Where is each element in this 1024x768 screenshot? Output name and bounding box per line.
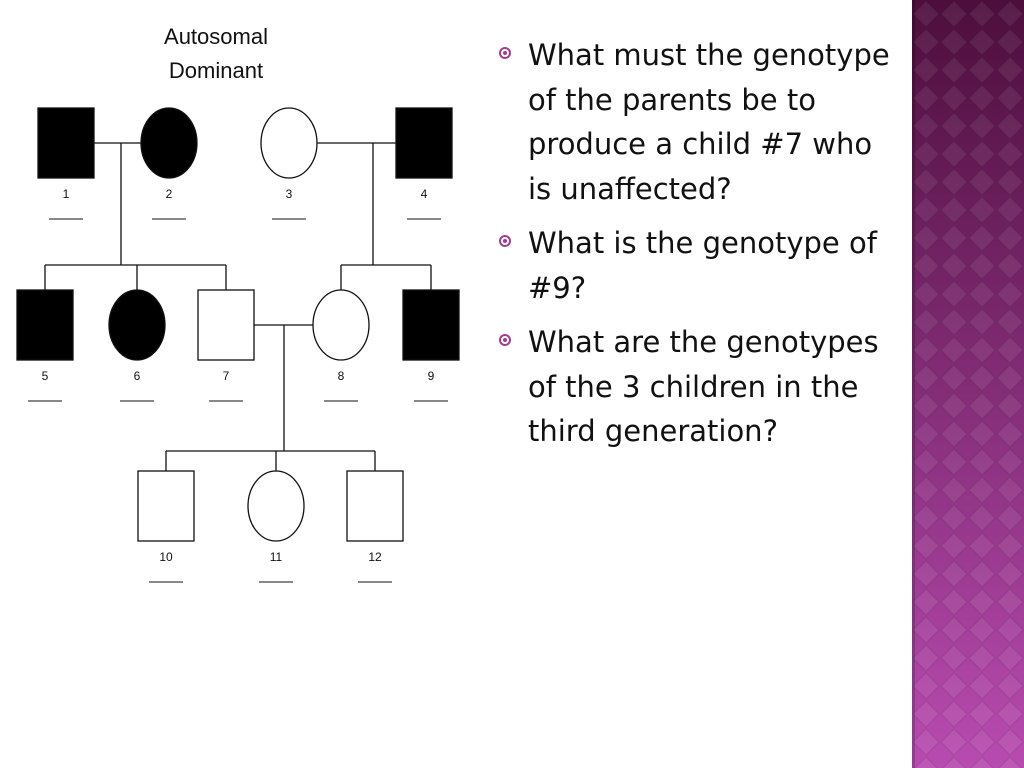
affected-male-symbol xyxy=(16,289,74,361)
individual-7: 7 xyxy=(197,289,255,402)
affected-male-symbol xyxy=(402,289,460,361)
individual-9: 9 xyxy=(402,289,460,402)
unaffected-male-symbol xyxy=(346,470,404,542)
individual-3: 3 xyxy=(260,107,318,220)
individual-2: 2 xyxy=(140,107,198,220)
individual-number: 8 xyxy=(338,369,345,383)
question-text: What are the genotypes of the 3 children… xyxy=(528,325,879,448)
unaffected-male-symbol xyxy=(137,470,195,542)
individual-number: 1 xyxy=(63,187,70,201)
bullet-circle-icon xyxy=(499,334,511,346)
unaffected-female-symbol xyxy=(312,289,370,361)
individual-number: 6 xyxy=(134,369,141,383)
individual-number: 11 xyxy=(270,550,283,564)
unaffected-female-symbol xyxy=(260,107,318,179)
diagram-title-line1: Autosomal xyxy=(164,24,268,49)
affected-female-symbol xyxy=(108,289,166,361)
question-list: What must the genotype of the parents be… xyxy=(497,33,902,464)
individual-11: 11 xyxy=(247,470,305,583)
individual-number: 3 xyxy=(286,187,293,201)
unaffected-female-symbol xyxy=(247,470,305,542)
individual-10: 10 xyxy=(137,470,195,583)
individual-number: 2 xyxy=(166,187,173,201)
question-text: What must the genotype of the parents be… xyxy=(528,38,890,206)
question-item: What must the genotype of the parents be… xyxy=(497,33,902,211)
individual-number: 12 xyxy=(368,550,382,564)
pedigree-lines xyxy=(44,142,432,471)
question-text: What is the genotype of #9? xyxy=(528,226,877,305)
individual-6: 6 xyxy=(108,289,166,402)
affected-male-symbol xyxy=(395,107,453,179)
individual-5: 5 xyxy=(16,289,74,402)
individual-number: 7 xyxy=(223,369,230,383)
individual-number: 5 xyxy=(42,369,49,383)
individual-12: 12 xyxy=(346,470,404,583)
individual-8: 8 xyxy=(312,289,370,402)
individual-number: 9 xyxy=(428,369,435,383)
question-item: What are the genotypes of the 3 children… xyxy=(497,320,902,454)
individual-1: 1 xyxy=(37,107,95,220)
individual-number: 10 xyxy=(159,550,173,564)
decorative-side-band xyxy=(912,0,1024,768)
question-item: What is the genotype of #9? xyxy=(497,221,902,310)
individual-4: 4 xyxy=(395,107,453,220)
affected-male-symbol xyxy=(37,107,95,179)
diagram-title-line2: Dominant xyxy=(169,58,263,83)
affected-female-symbol xyxy=(140,107,198,179)
bullet-circle-icon xyxy=(499,47,511,59)
unaffected-male-symbol xyxy=(197,289,255,361)
individual-number: 4 xyxy=(421,187,428,201)
bullet-circle-icon xyxy=(499,235,511,247)
